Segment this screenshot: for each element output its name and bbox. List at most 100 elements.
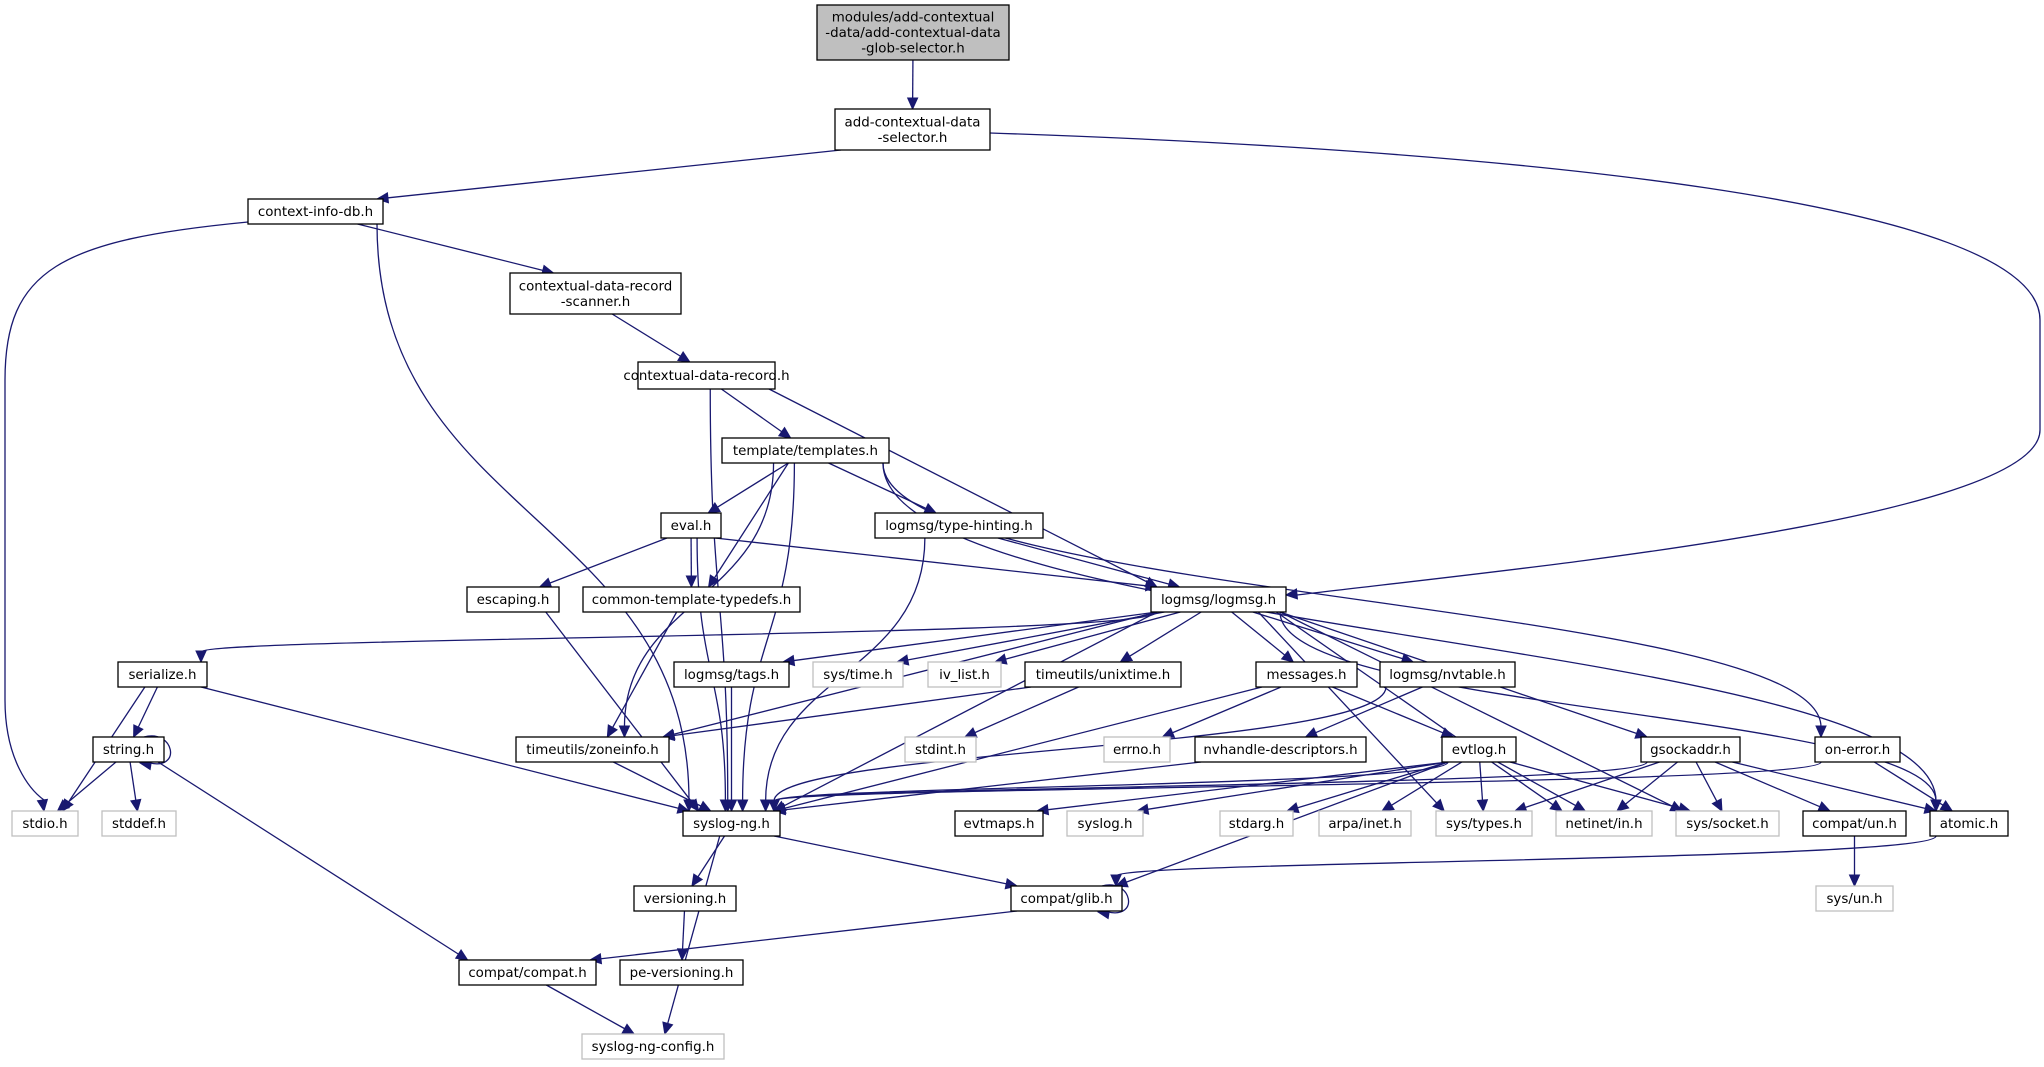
edge-compat-compat-to-syslog-ng-config-arrowhead: [621, 1023, 636, 1035]
edge-cdr-scanner-to-cdr: [611, 313, 682, 358]
node-label: sys/socket.h: [1686, 817, 1768, 832]
node-box: [247, 198, 384, 225]
node-syslog: syslog.h: [1066, 810, 1144, 837]
edge-logmsg-to-serialize: [200, 611, 1158, 653]
node-versioning[interactable]: versioning.h: [633, 885, 737, 912]
node-nvhandle[interactable]: nvhandle-descriptors.h: [1194, 736, 1367, 763]
node-label: versioning.h: [644, 892, 727, 907]
edge-compat-glib-to-compat-compat: [599, 910, 1018, 960]
edge-logmsg-to-unixtime: [1128, 611, 1202, 658]
node-on-error[interactable]: on-error.h: [1814, 736, 1901, 763]
node-label: logmsg/logmsg.h: [1161, 593, 1276, 608]
node-syslog-ng[interactable]: syslog-ng.h: [682, 810, 781, 837]
node-atomic[interactable]: atomic.h: [1929, 810, 2009, 837]
node-box: [1066, 810, 1144, 837]
edge-evtlog-to-syslog-ng: [773, 761, 1449, 802]
edge-nvtable-to-syslog-ng: [773, 686, 1387, 802]
edge-logmsg-to-unixtime-arrowhead: [1119, 651, 1134, 663]
node-box: [633, 885, 737, 912]
node-label: stdio.h: [22, 817, 67, 832]
node-pe-versioning[interactable]: pe-versioning.h: [619, 959, 744, 986]
edge-evtlog-to-arpa-inet: [1390, 761, 1463, 807]
node-compat-un[interactable]: compat/un.h: [1802, 810, 1907, 837]
node-label: stddef.h: [112, 817, 166, 832]
node-messages[interactable]: messages.h: [1255, 661, 1358, 688]
node-box: [874, 512, 1044, 539]
edge-serialize-to-string-arrowhead: [133, 724, 144, 739]
node-label: common-template-typedefs.h: [592, 593, 792, 608]
node-box: [1435, 810, 1533, 837]
node-serialize[interactable]: serialize.h: [117, 661, 208, 688]
node-box: [581, 1033, 725, 1060]
edge-evtlog-to-sys-types-arrowhead: [1476, 799, 1489, 813]
node-evtmaps[interactable]: evtmaps.h: [954, 810, 1044, 837]
node-ctt[interactable]: common-template-typedefs.h: [582, 586, 801, 613]
edge-eval-to-escaping: [548, 537, 668, 585]
edge-ctt-to-zoneinfo-arrowhead: [606, 724, 618, 739]
node-label: nvhandle-descriptors.h: [1203, 743, 1357, 758]
edge-syslog-ng-to-syslog-ng-config: [666, 835, 721, 1025]
node-label: messages.h: [1267, 668, 1347, 683]
edge-messages-to-errno-arrowhead: [1161, 727, 1176, 738]
edge-type-hinting-to-syslog-ng-arrowhead: [759, 799, 772, 813]
node-box: [1318, 810, 1412, 837]
node-box: [1024, 661, 1182, 688]
node-compat-glib[interactable]: compat/glib.h: [1010, 885, 1123, 912]
node-root[interactable]: modules/add-contextual-data/add-contextu…: [816, 4, 1010, 61]
node-tags[interactable]: logmsg/tags.h: [673, 661, 790, 688]
edge-cdr-to-templates: [720, 388, 783, 433]
node-type-hinting[interactable]: logmsg/type-hinting.h: [874, 512, 1044, 539]
node-box: [1255, 661, 1358, 688]
edge-gsockaddr-to-sys-types: [1524, 761, 1660, 809]
node-cdr-scanner[interactable]: contextual-data-record-scanner.h: [509, 272, 682, 315]
edge-messages-to-syslog-ng: [783, 686, 1263, 810]
node-label: -selector.h: [878, 131, 948, 146]
node-label: timeutils/unixtime.h: [1036, 668, 1171, 683]
node-label: sys/time.h: [823, 668, 892, 683]
node-string[interactable]: string.h: [92, 736, 165, 763]
edge-logmsg-to-sys-socket: [1279, 611, 1674, 808]
node-logmsg[interactable]: logmsg/logmsg.h: [1150, 586, 1287, 613]
node-escaping[interactable]: escaping.h: [466, 586, 560, 613]
node-cdr[interactable]: contextual-data-record.h: [623, 361, 790, 390]
edge-tags-to-syslog-ng-arrowhead: [725, 799, 738, 813]
edge-acd-selector-to-logmsg: [989, 132, 2041, 596]
node-label: -glob-selector.h: [861, 42, 965, 57]
node-label: syslog-ng.h: [693, 817, 770, 832]
node-box: [1815, 885, 1894, 912]
node-compat-compat[interactable]: compat/compat.h: [458, 959, 597, 986]
node-context-info-db[interactable]: context-info-db.h: [247, 198, 384, 225]
edge-evtlog-to-sys-socket: [1509, 761, 1681, 810]
edge-logmsg-to-netinet-in: [1275, 611, 1555, 806]
edge-ctt-to-zoneinfo: [611, 611, 678, 729]
node-label: arpa/inet.h: [1328, 817, 1401, 832]
edge-acd-selector-to-logmsg-arrowhead: [1284, 588, 1299, 600]
node-box: [1150, 586, 1287, 613]
node-label: add-contextual-data: [845, 115, 981, 130]
edge-unixtime-to-stdint-arrowhead: [963, 727, 978, 738]
node-eval[interactable]: eval.h: [660, 512, 722, 539]
node-label: compat/glib.h: [1020, 892, 1112, 907]
node-stdio: stdio.h: [11, 810, 79, 837]
node-box: [1379, 661, 1516, 688]
node-errno: errno.h: [1103, 736, 1171, 763]
node-label: contextual-data-record: [519, 279, 672, 294]
edge-atomic-to-compat-glib: [1115, 835, 1937, 877]
node-acd-selector[interactable]: add-contextual-data-selector.h: [834, 108, 991, 151]
node-nvtable[interactable]: logmsg/nvtable.h: [1379, 661, 1516, 688]
node-label: atomic.h: [1940, 817, 1999, 832]
edge-gsockaddr-to-atomic: [1732, 761, 1927, 810]
node-gsockaddr[interactable]: gsockaddr.h: [1640, 736, 1741, 763]
node-arpa-inet: arpa/inet.h: [1318, 810, 1412, 837]
edge-logmsg-to-messages: [1231, 611, 1286, 657]
node-unixtime[interactable]: timeutils/unixtime.h: [1024, 661, 1182, 688]
edge-acd-selector-to-context-info-db: [386, 149, 842, 199]
edge-root-to-acd-selector-arrowhead: [906, 97, 919, 111]
node-evtlog[interactable]: evtlog.h: [1441, 736, 1517, 763]
edge-zoneinfo-to-syslog-ng-arrowhead: [697, 800, 712, 812]
node-zoneinfo[interactable]: timeutils/zoneinfo.h: [515, 736, 670, 763]
node-box: [1194, 736, 1367, 763]
node-label: sys/un.h: [1826, 892, 1882, 907]
node-templates[interactable]: template/templates.h: [721, 437, 890, 464]
node-iv-list: iv_list.h: [927, 661, 1002, 688]
